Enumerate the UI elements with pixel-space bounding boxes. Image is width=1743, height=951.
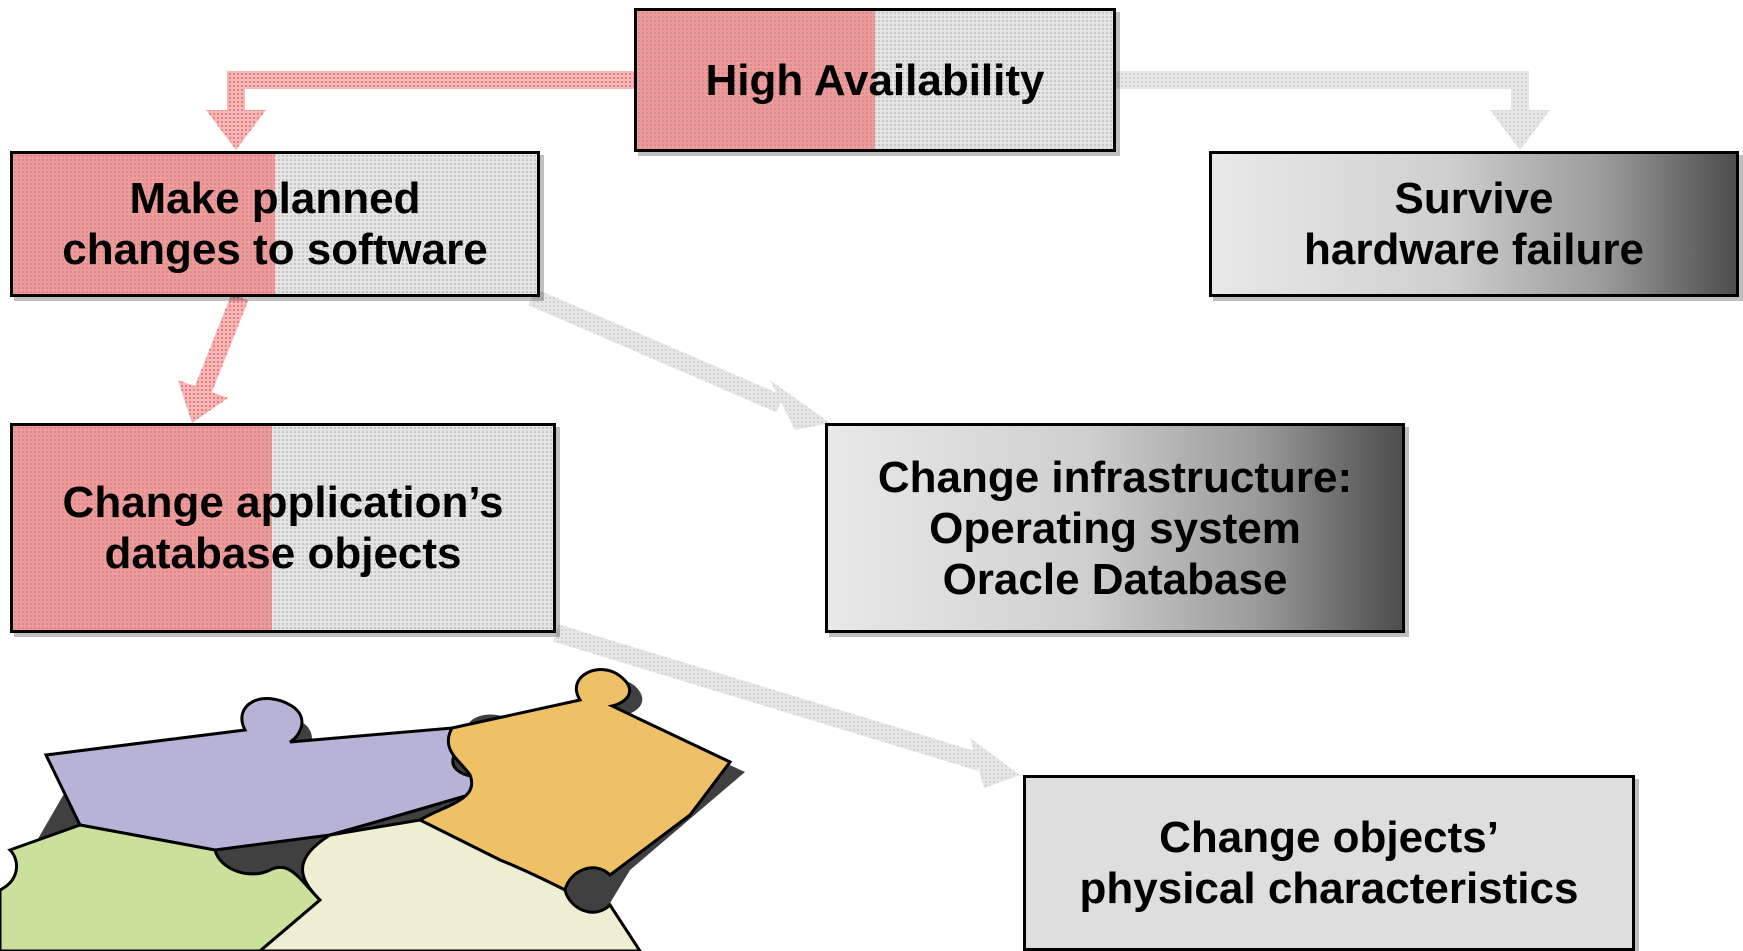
connector-ha-to-hardware xyxy=(1116,71,1550,150)
infrastructure-label-line-1: Change infrastructure: xyxy=(877,452,1353,502)
infrastructure-node: Change infrastructure: Operating system … xyxy=(825,423,1405,633)
application-objects-label-line-2: database objects xyxy=(104,529,462,578)
hardware-failure-label-line-1: Survive xyxy=(1394,174,1554,223)
application-objects-node: Change application’s database objects xyxy=(10,423,556,633)
planned-changes-node: Make planned changes to software xyxy=(10,151,540,297)
planned-changes-label-line-1: Make planned xyxy=(129,174,421,223)
physical-label-line-1: Change objects’ xyxy=(1159,813,1499,862)
physical-characteristics-node: Change objects’ physical characteristics xyxy=(1023,775,1635,951)
high-availability-node: High Availability xyxy=(634,8,1116,152)
infrastructure-label-line-3: Oracle Database xyxy=(942,554,1288,604)
physical-label-line-2: physical characteristics xyxy=(1079,864,1579,913)
connector-appobj-to-physical xyxy=(553,624,1020,788)
puzzle-piece-cream xyxy=(257,818,642,951)
infrastructure-label-line-2: Operating system xyxy=(929,503,1301,553)
connector-ha-to-planned xyxy=(206,71,634,150)
connector-planned-to-infra xyxy=(528,288,830,430)
hardware-failure-node: Survive hardware failure xyxy=(1209,151,1739,297)
high-availability-label: High Availability xyxy=(705,55,1045,105)
application-objects-label-line-1: Change application’s xyxy=(62,478,504,527)
hardware-failure-label-line-2: hardware failure xyxy=(1304,225,1644,274)
connector-planned-to-appobj xyxy=(178,293,249,423)
planned-changes-label-line-2: changes to software xyxy=(62,225,488,274)
puzzle-piece-green xyxy=(0,823,323,951)
